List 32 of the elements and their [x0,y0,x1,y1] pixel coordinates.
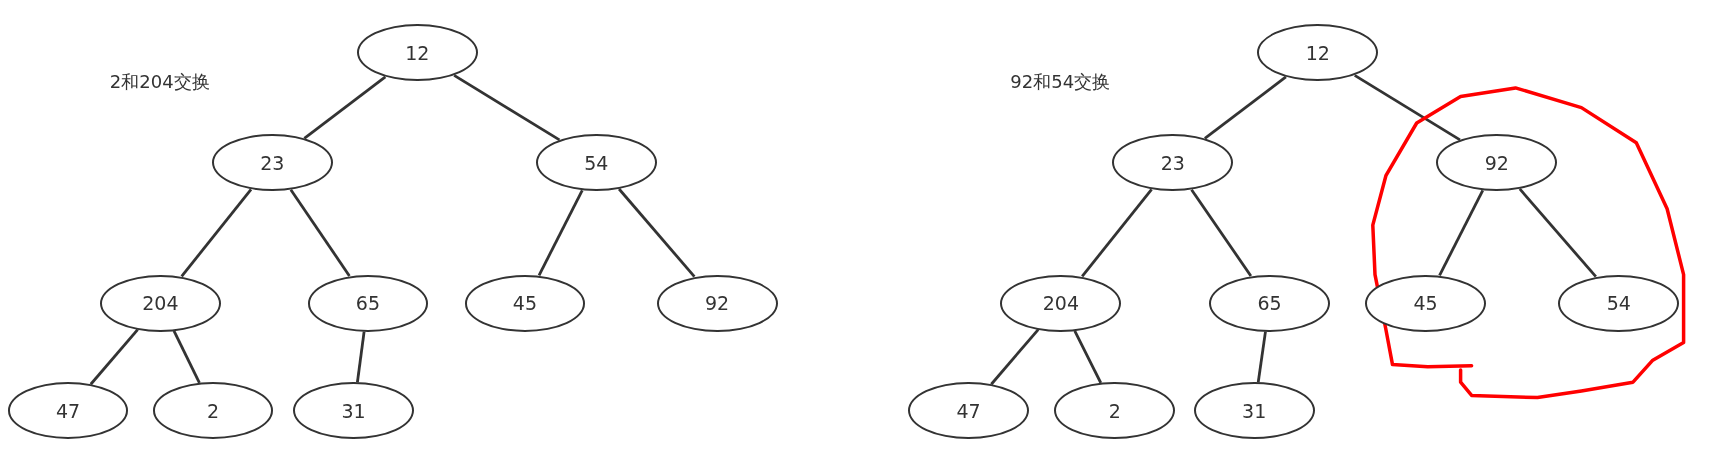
tree-edge [172,330,201,384]
tree-edge [303,75,387,140]
tree-node: 31 [293,382,414,440]
tree-node: 65 [307,274,429,332]
tree-node: 45 [464,274,586,332]
tree-node: 47 [7,382,129,440]
tree-node: 47 [908,382,1029,440]
tree-node: 2 [152,382,274,440]
tree-edge [453,74,561,142]
tree-node: 54 [535,133,657,192]
tree-node: 12 [356,24,478,82]
tree-node: 23 [1112,133,1234,192]
tree-node: 54 [1558,274,1680,332]
tree-node: 45 [1365,274,1486,332]
tree-edge [1204,75,1287,140]
tree-node: 204 [99,274,221,332]
tree-node: 12 [1257,24,1379,82]
tree-edge [537,189,584,276]
tree-node: 65 [1209,274,1330,332]
note-text: 2和204交换 [109,70,210,95]
tree-node: 204 [1000,274,1122,332]
tree-edge [356,331,366,383]
tree-node: 92 [656,274,778,332]
tree-node: 31 [1193,382,1315,440]
tree-node: 23 [211,133,333,192]
tree-node: 2 [1054,382,1176,440]
tree-node: 92 [1436,133,1558,192]
tree-edge [1256,331,1267,383]
note-text: 92和54交换 [1010,70,1111,95]
tree-edge [1438,189,1484,276]
tree-edge [1354,74,1461,142]
tree-edge [1073,330,1103,384]
